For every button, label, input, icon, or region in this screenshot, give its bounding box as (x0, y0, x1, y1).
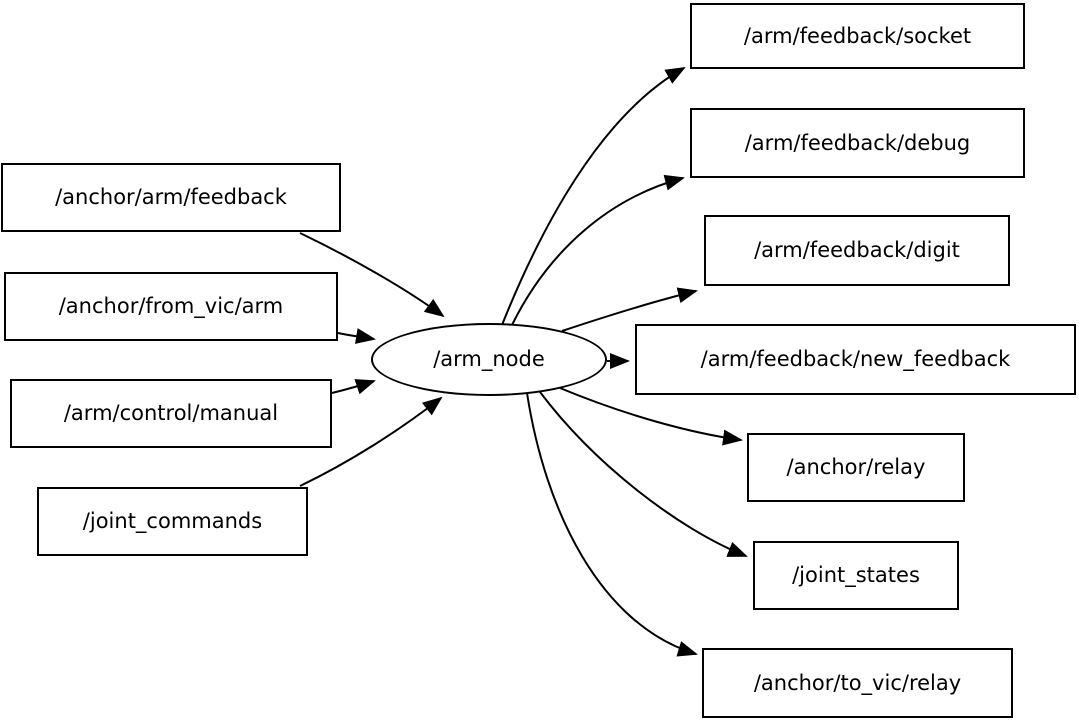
edge-anchor-from-vic-arm-to-arm-node (337, 328, 376, 344)
topic-node-arm-control-manual: /arm/control/manual (10, 379, 332, 448)
topic-node-arm-feedback-digit: /arm/feedback/digit (704, 215, 1010, 286)
topic-node-anchor-relay: /anchor/relay (747, 433, 965, 502)
edge-joint-commands-to-arm-node (299, 396, 443, 487)
topic-node-arm-feedback-socket: /arm/feedback/socket (690, 3, 1025, 69)
ros-node-arm-node: /arm_node (371, 323, 607, 396)
topic-node-anchor-to-vic-relay: /anchor/to_vic/relay (702, 648, 1013, 718)
edge-arm-node-to-anchor-to-vic-relay (526, 392, 698, 657)
edge-anchor-arm-feedback-to-arm-node (299, 232, 445, 318)
edge-arm-node-to-anchor-relay (559, 387, 743, 446)
topic-node-joint-states: /joint_states (753, 541, 959, 610)
topic-node-anchor-from-vic-arm: /anchor/from_vic/arm (4, 272, 338, 341)
edge-arm-node-to-arm-feedback-digit (561, 287, 698, 332)
topic-node-joint-commands: /joint_commands (37, 487, 308, 556)
edge-arm-node-to-arm-feedback-debug (511, 174, 685, 326)
edge-arm-node-to-arm-feedback-socket (501, 67, 686, 326)
edge-arm-node-to-joint-states (539, 391, 748, 557)
edge-arm-control-manual-to-arm-node (331, 379, 376, 395)
topic-node-arm-feedback-new-feedback: /arm/feedback/new_feedback (635, 324, 1076, 395)
topic-node-arm-feedback-debug: /arm/feedback/debug (690, 108, 1025, 178)
topic-node-anchor-arm-feedback: /anchor/arm/feedback (1, 163, 341, 232)
